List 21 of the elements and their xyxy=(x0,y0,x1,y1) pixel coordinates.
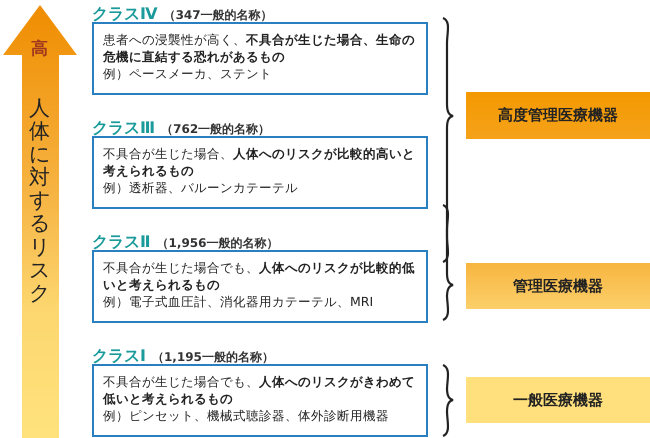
category-box: 一般医療機器 xyxy=(466,377,650,423)
description-text: 不具合が生じた場合、人体へのリスクが比較的高いと考えられるもの xyxy=(103,145,416,179)
class-title: クラスⅣ xyxy=(92,4,158,25)
count-label: （1,195一般的名称） xyxy=(152,349,274,366)
description-text: 不具合が生じた場合でも、人体へのリスクがきわめて低いと考えられるもの xyxy=(103,373,416,407)
description-text: 不具合が生じた場合でも、人体へのリスクが比較的低いと考えられるもの xyxy=(103,259,416,293)
axis-label: 人体に対するリスク xyxy=(29,97,50,305)
count-label: （1,956一般的名称） xyxy=(156,235,279,252)
example-text: 例）ピンセット、機械式聴診器、体外診断用機器 xyxy=(103,407,390,424)
count-label: （347一般的名称） xyxy=(164,7,273,24)
class-title: クラスⅢ xyxy=(92,118,156,139)
example-text: 例）ペースメーカ、ステント xyxy=(103,65,273,82)
category-box: 管理医療機器 xyxy=(466,263,650,309)
class-title: クラスⅠ xyxy=(92,346,146,367)
class-title: クラスⅡ xyxy=(92,232,151,253)
description-text: 患者への浸襲性が高く、不具合が生じた場合、生命の危機に直結する恐れがあるもの xyxy=(103,31,416,65)
example-text: 例）透析器、バルーンカテーテル xyxy=(103,179,299,196)
category-box: 高度管理医療機器 xyxy=(466,92,650,139)
example-text: 例）電子式血圧計、消化器用カテーテル、MRI xyxy=(103,293,374,310)
arrow-label: 高 xyxy=(31,38,48,60)
count-label: （762一般的名称） xyxy=(161,121,270,138)
